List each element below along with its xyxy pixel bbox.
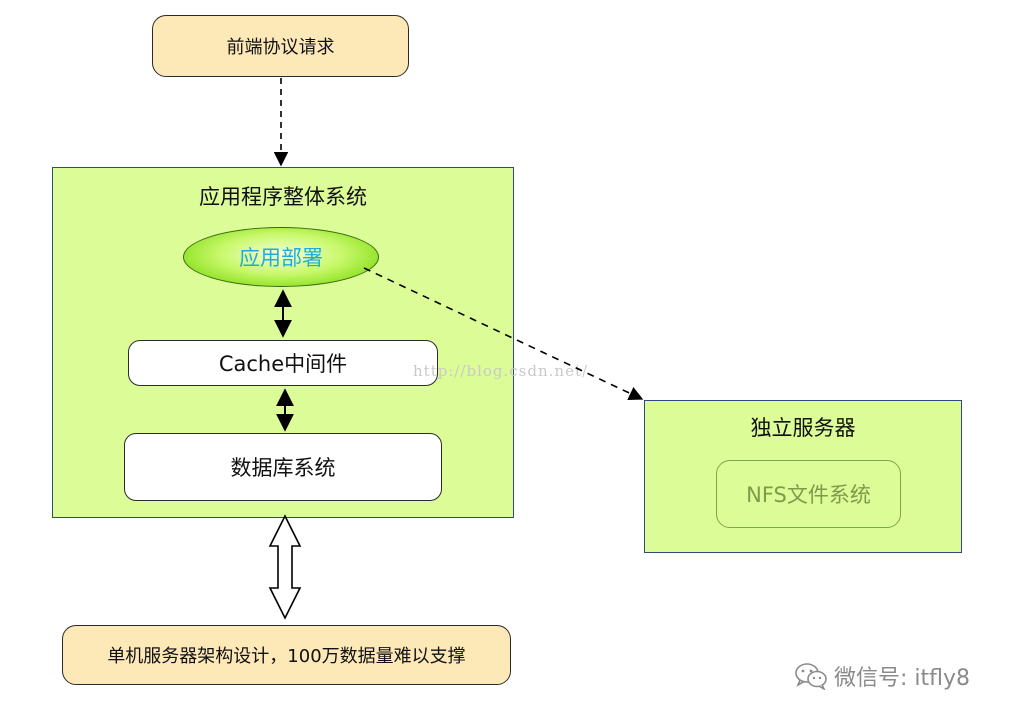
single-server-note-label: 单机服务器架构设计，100万数据量难以支撑 (107, 646, 466, 667)
nfs-filesystem-label: NFS文件系统 (746, 483, 871, 507)
wechat-icon (795, 663, 827, 690)
cache-middleware-box: Cache中间件 (128, 340, 438, 386)
wechat-id-label: 微信号: itfly8 (794, 660, 970, 692)
independent-server-title: 独立服务器 (750, 416, 856, 440)
system-note-hollow-arrow (268, 514, 302, 620)
database-system-label: 数据库系统 (230, 456, 336, 480)
nfs-filesystem-box: NFS文件系统 (716, 460, 901, 528)
app-deploy-label: 应用部署 (239, 246, 323, 270)
frontend-request-label: 前端协议请求 (226, 37, 335, 58)
wechat-id-text: 微信号: itfly8 (834, 666, 971, 691)
single-server-note-box: 单机服务器架构设计，100万数据量难以支撑 (62, 625, 511, 685)
app-system-title: 应用程序整体系统 (199, 185, 367, 209)
database-system-box: 数据库系统 (124, 433, 442, 501)
watermark-url: http://blog.csdn.net/ (413, 362, 589, 380)
app-deploy-node: 应用部署 (183, 227, 379, 287)
frontend-request-box: 前端协议请求 (152, 15, 409, 77)
cache-middleware-label: Cache中间件 (218, 352, 348, 376)
